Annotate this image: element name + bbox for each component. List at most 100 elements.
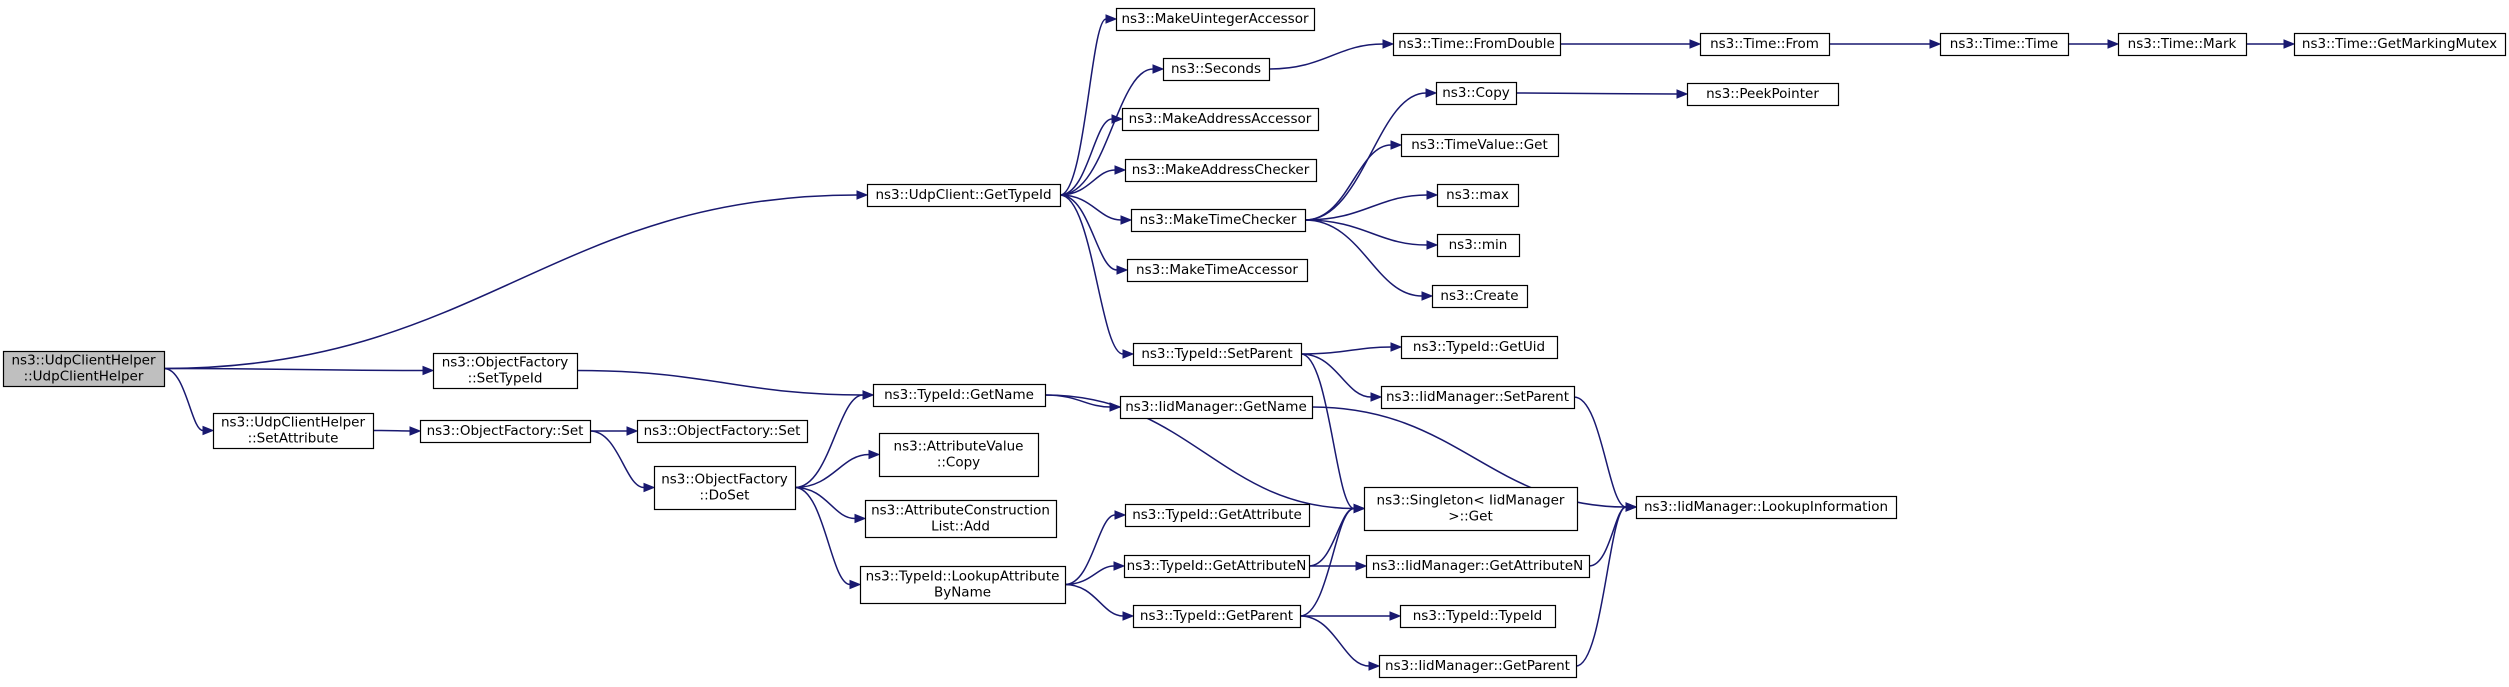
node-iid_getattrn[interactable]: ns3::IidManager::GetAttributeN [1365, 554, 1591, 579]
edge-root-to-uch_setattr [163, 367, 204, 432]
node-label: ns3::AttributeValue [894, 439, 1024, 455]
edge-of_set-to-of_doset [589, 430, 645, 489]
node-box [1699, 32, 1831, 57]
node-root[interactable]: ns3::UdpClientHelper::UdpClientHelper [2, 350, 166, 388]
node-typeid_setparent[interactable]: ns3::TypeId::SetParent [1132, 342, 1303, 367]
arrowhead-of_doset-to-typeid_getname [862, 390, 875, 400]
edge-typeid_setparent-to-iid_setparent [1300, 353, 1372, 398]
node-label: ns3::Singleton< IidManager [1377, 493, 1565, 509]
node-box [1392, 32, 1562, 57]
node-label: ns3::Time::Time [1950, 36, 2058, 52]
node-label: ns3::ObjectFactory [442, 355, 569, 371]
node-box [1399, 604, 1557, 629]
node-typeid_typeid[interactable]: ns3::TypeId::TypeId [1399, 604, 1557, 629]
node-label: ns3::UdpClientHelper [11, 353, 155, 369]
node-label: ns3::TypeId::GetParent [1140, 608, 1293, 624]
node-time_fromdouble[interactable]: ns3::Time::FromDouble [1392, 32, 1562, 57]
node-label: ns3::max [1446, 187, 1509, 203]
node-box [1431, 284, 1529, 309]
edge-udpclient_gettypeid-to-make_addr_chk [1059, 169, 1116, 196]
node-create[interactable]: ns3::Create [1431, 284, 1529, 309]
node-make_uint_acc[interactable]: ns3::MakeUintegerAccessor [1115, 7, 1316, 32]
node-label: ns3::MakeTimeChecker [1140, 212, 1297, 228]
node-typeid_getattrn[interactable]: ns3::TypeId::GetAttributeN [1123, 554, 1311, 579]
node-box [1363, 486, 1579, 532]
edge-typeid_getparent-to-singleton_get [1299, 507, 1355, 617]
node-attrval_copy[interactable]: ns3::AttributeValue::Copy [878, 432, 1040, 478]
node-time_getmutex[interactable]: ns3::Time::GetMarkingMutex [2293, 32, 2507, 57]
node-iid_getname[interactable]: ns3::IidManager::GetName [1119, 395, 1314, 420]
node-peekpointer[interactable]: ns3::PeekPointer [1686, 82, 1840, 107]
node-singleton_get[interactable]: ns3::Singleton< IidManager >::Get [1363, 486, 1579, 532]
node-uch_setattr[interactable]: ns3::UdpClientHelper::SetAttribute [212, 412, 375, 450]
arrowhead-udpclient_gettypeid-to-seconds [1152, 64, 1165, 74]
arrowhead-of_set-to-of_set2 [626, 426, 639, 436]
node-typeid_getattr[interactable]: ns3::TypeId::GetAttribute [1124, 503, 1311, 528]
edge-of_doset-to-attrval_copy [794, 453, 870, 489]
node-iid_getparent[interactable]: ns3::IidManager::GetParent [1378, 654, 1578, 679]
edge-typeid_getname-to-singleton_get [1044, 394, 1355, 510]
edges-layer [163, 14, 2296, 671]
node-time_mark[interactable]: ns3::Time::Mark [2117, 32, 2248, 57]
arrowhead-of_doset-to-attrval_copy [868, 449, 881, 460]
node-of_doset[interactable]: ns3::ObjectFactory::DoSet [653, 465, 797, 511]
edge-seconds-to-time_fromdouble [1268, 43, 1384, 70]
node-label: ns3::IidManager::LookupInformation [1644, 499, 1888, 515]
node-iid_setparent[interactable]: ns3::IidManager::SetParent [1380, 385, 1576, 410]
node-label: ns3::MakeAddressAccessor [1129, 111, 1312, 127]
node-timevalue_get[interactable]: ns3::TimeValue::Get [1400, 133, 1560, 158]
node-make_addr_chk[interactable]: ns3::MakeAddressChecker [1124, 158, 1318, 183]
arrowhead-typeid_getparent-to-iid_getparent [1368, 661, 1381, 671]
edge-root-to-of_settypeid [163, 367, 424, 372]
node-label: ns3::IidManager::GetParent [1385, 658, 1570, 674]
node-time_time[interactable]: ns3::Time::Time [1939, 32, 2070, 57]
node-udpclient_gettypeid[interactable]: ns3::UdpClient::GetTypeId [866, 183, 1062, 208]
node-min[interactable]: ns3::min [1436, 233, 1521, 258]
arrowhead-of_doset-to-attrcons_add [854, 513, 867, 524]
node-of_set[interactable]: ns3::ObjectFactory::Set [419, 419, 592, 444]
node-label: ns3::min [1449, 237, 1508, 253]
arrowhead-of_set-to-of_doset [643, 482, 656, 493]
edge-iid_getparent-to-iid_lookupinfo [1575, 506, 1627, 667]
node-label: ns3::Time::From [1710, 36, 1819, 52]
node-label: >::Get [1448, 509, 1492, 525]
edge-make_time_chk-to-timevalue_get [1304, 144, 1392, 221]
node-box [1400, 335, 1559, 360]
node-box [1132, 604, 1302, 629]
node-box [653, 465, 797, 511]
edge-make_time_chk-to-min [1304, 219, 1428, 246]
node-of_settypeid[interactable]: ns3::ObjectFactory::SetTypeId [432, 352, 579, 390]
node-iid_lookupinfo[interactable]: ns3::IidManager::LookupInformation [1635, 495, 1898, 520]
node-time_from[interactable]: ns3::Time::From [1699, 32, 1831, 57]
node-typeid_getparent[interactable]: ns3::TypeId::GetParent [1132, 604, 1302, 629]
arrowhead-typeid_setparent-to-iid_setparent [1370, 392, 1383, 402]
node-box [419, 419, 592, 444]
edge-uch_setattr-to-of_set [372, 429, 411, 432]
node-seconds[interactable]: ns3::Seconds [1162, 57, 1271, 82]
node-box [864, 499, 1058, 539]
node-make_time_chk[interactable]: ns3::MakeTimeChecker [1130, 208, 1307, 233]
node-box [1686, 82, 1840, 107]
node-label: ns3::MakeUintegerAccessor [1121, 11, 1309, 27]
edge-iid_getattrn-to-iid_lookupinfo [1588, 506, 1627, 567]
edge-of_doset-to-attrcons_add [794, 486, 856, 520]
node-make_time_acc[interactable]: ns3::MakeTimeAccessor [1126, 258, 1309, 283]
edge-copy-to-peekpointer [1515, 92, 1678, 95]
node-box [1126, 258, 1309, 283]
node-label: ns3::TypeId::GetAttributeN [1127, 558, 1307, 574]
arrowhead-udpclient_gettypeid-to-make_time_acc [1116, 265, 1129, 275]
node-make_addr_acc[interactable]: ns3::MakeAddressAccessor [1121, 107, 1320, 132]
node-copy[interactable]: ns3::Copy [1435, 81, 1518, 106]
node-label: ns3::UdpClient::GetTypeId [875, 187, 1051, 203]
node-typeid_getname[interactable]: ns3::TypeId::GetName [872, 383, 1047, 408]
node-typeid_getuid[interactable]: ns3::TypeId::GetUid [1400, 335, 1559, 360]
node-max[interactable]: ns3::max [1436, 183, 1520, 208]
node-of_set2[interactable]: ns3::ObjectFactory::Set [636, 419, 809, 444]
node-label: ns3::IidManager::SetParent [1386, 389, 1569, 405]
node-label: ns3::Create [1440, 288, 1518, 304]
edge-udpclient_gettypeid-to-seconds [1059, 68, 1154, 196]
node-label: ::Copy [937, 455, 980, 471]
arrowhead-udpclient_gettypeid-to-typeid_setparent [1122, 349, 1135, 359]
